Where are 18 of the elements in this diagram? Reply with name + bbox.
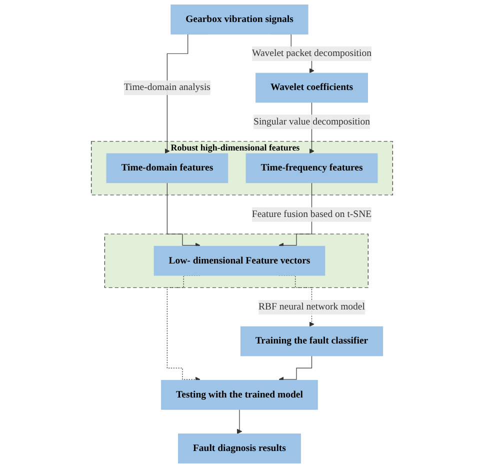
node-box: Fault diagnosis results <box>178 434 301 464</box>
node-box: Wavelet coefficients <box>256 72 368 103</box>
node-box: Training the fault classifier <box>240 326 384 356</box>
edge-label: Wavelet packet decomposition <box>252 48 372 58</box>
node-box: Gearbox vibration signals <box>170 4 308 34</box>
node-box: Time-frequency features <box>246 153 378 184</box>
edge-label: Time-domain analysis <box>124 82 210 93</box>
arrow <box>166 182 200 248</box>
node-box: Time-domain features <box>106 153 228 184</box>
arrow <box>236 409 242 434</box>
arrow <box>278 356 312 382</box>
edge-label: Feature fusion based on t-SNE <box>252 209 372 220</box>
node-box: Low- dimensional Feature vectors <box>154 246 326 276</box>
edge-label: Singular value decomposition <box>254 116 370 127</box>
cluster <box>104 234 368 288</box>
edge-label: RBF neural network model <box>258 302 365 312</box>
node-box: Testing with the trained model <box>161 380 318 410</box>
arrow <box>166 275 200 382</box>
